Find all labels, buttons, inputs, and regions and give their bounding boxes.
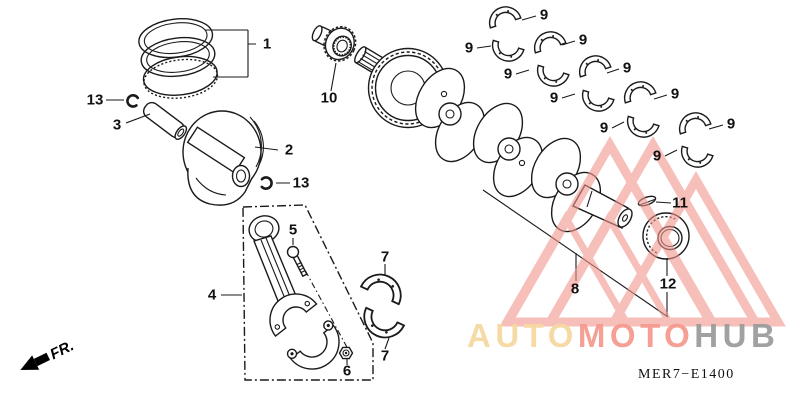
- timing-sprocket-drawing: [311, 25, 357, 62]
- rod-cap-drawing: [286, 320, 340, 370]
- rod-nut-drawing: [338, 346, 354, 360]
- circlip-bottom-drawing: [259, 175, 274, 191]
- piston-pin-drawing: [142, 101, 188, 141]
- connecting-rod-drawing: [242, 204, 374, 381]
- watermark-brand: AUTOMOTOHUB: [467, 319, 779, 352]
- diagram-code: MER7−E1400: [638, 367, 735, 382]
- rod-bearings-drawing: [356, 266, 409, 346]
- primary-gear-drawing: [642, 212, 690, 260]
- watermark-brand-moto: MOTO: [577, 317, 695, 354]
- watermark-brand-auto: AUTO: [467, 317, 578, 354]
- piston-rings-drawing: [138, 18, 219, 99]
- watermark-brand-hub: HUB: [694, 317, 780, 354]
- circlip-top-drawing: [124, 92, 141, 109]
- piston-drawing: [182, 110, 264, 206]
- front-arrow-tail: [33, 352, 50, 367]
- rod-bolt-drawing: [286, 245, 308, 278]
- woodruff-key-drawing: [637, 195, 657, 207]
- crankshaft-drawing: [354, 46, 633, 233]
